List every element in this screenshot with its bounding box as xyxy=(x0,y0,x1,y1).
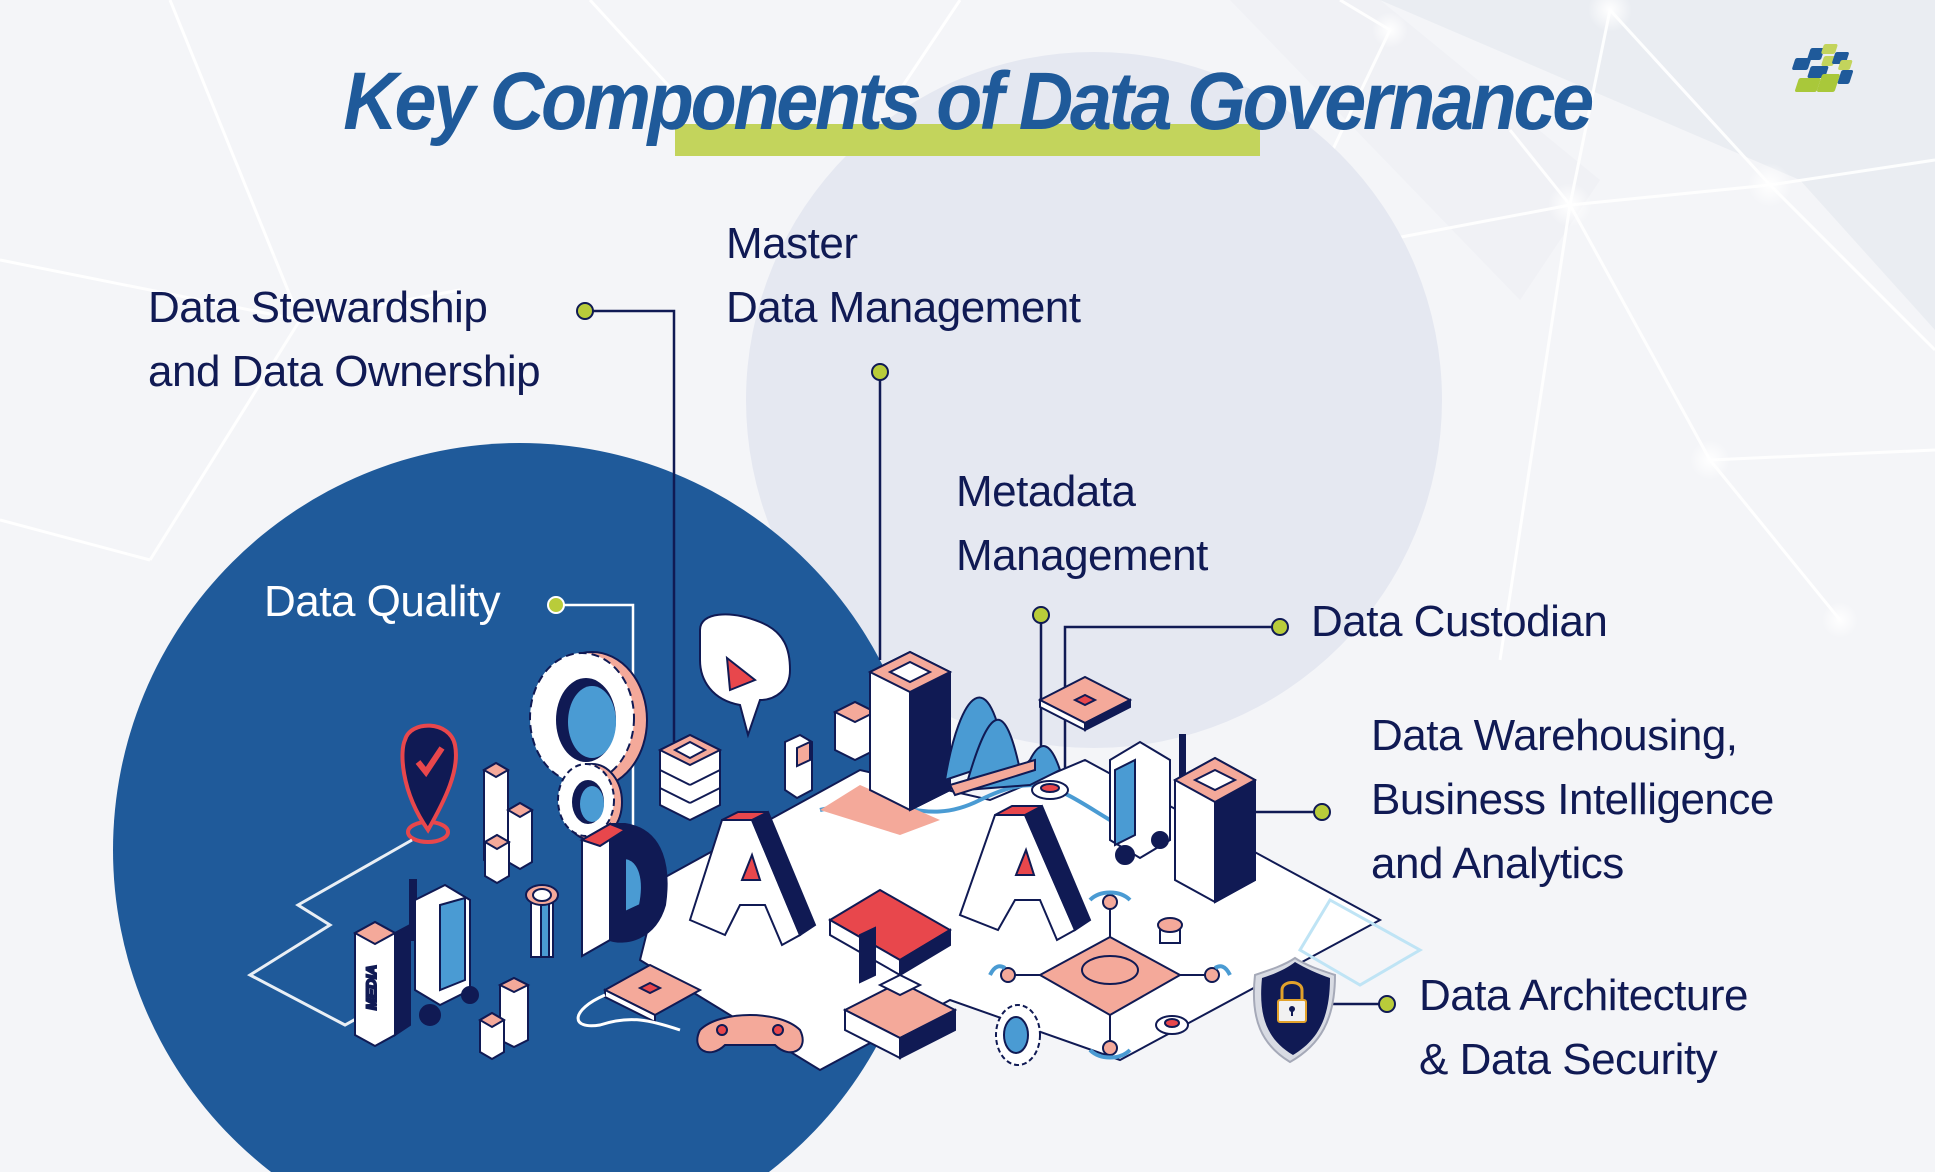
drone-icon xyxy=(988,890,1232,1060)
component-label-metadata: Metadata Management xyxy=(956,467,1208,580)
area-chart-icon xyxy=(943,696,1062,797)
letter-a xyxy=(688,810,817,947)
component-label-custodian: Data Custodian xyxy=(1311,597,1608,646)
bar-chart-icon xyxy=(482,761,534,885)
connector-dot-quality xyxy=(547,596,565,614)
letter-t xyxy=(828,888,952,984)
page-title: Key Components of Data Governance xyxy=(343,56,1595,147)
title-highlight-bar xyxy=(675,124,1260,156)
media-tower: MEDIA xyxy=(352,920,411,1048)
shield-lock-icon xyxy=(1252,956,1337,1064)
component-label-master-data: Master Data Management xyxy=(726,219,1081,332)
svg-text:MEDIA: MEDIA xyxy=(363,965,379,1010)
box-icon xyxy=(842,973,958,1060)
component-label-warehousing: Data Warehousing, Business Intelligence … xyxy=(1371,711,1774,888)
letter-d xyxy=(579,822,668,958)
play-bubble-icon xyxy=(699,613,792,739)
connector-dot-warehousing xyxy=(1313,803,1331,821)
gear-icon xyxy=(995,1004,1041,1066)
letter-a xyxy=(958,804,1092,942)
connector-dot-master-data xyxy=(871,363,889,381)
component-label-architecture: Data Architecture & Data Security xyxy=(1419,971,1749,1084)
forklift-icon xyxy=(1109,734,1186,865)
data-tower xyxy=(867,650,953,812)
ring-icon xyxy=(1031,780,1069,800)
bolt-icon xyxy=(525,884,559,958)
gear-icon xyxy=(529,651,648,789)
network-lines xyxy=(0,0,1935,661)
kiosk-icon xyxy=(784,733,813,800)
warehouse-tower xyxy=(1172,756,1258,904)
component-label-quality: Data Quality xyxy=(264,577,501,626)
server-stack-icon xyxy=(657,733,723,822)
light-background-circle xyxy=(746,52,1442,748)
bolt-icon xyxy=(1157,917,1183,944)
forklift-icon xyxy=(409,879,479,1026)
connector-dot-stewardship xyxy=(576,302,594,320)
connector-dot-metadata xyxy=(1032,606,1050,624)
location-pin-check-icon xyxy=(400,723,458,844)
gamepad-icon xyxy=(696,1014,804,1054)
chip-icon xyxy=(1037,675,1133,732)
puzzle-grid-logo-icon xyxy=(1792,44,1854,92)
component-label-stewardship: Data Stewardship and Data Ownership xyxy=(148,283,541,396)
connector-dot-architecture xyxy=(1378,995,1396,1013)
gear-icon xyxy=(557,763,623,841)
connector-dot-custodian xyxy=(1271,618,1289,636)
bar-chart-icon xyxy=(478,976,531,1061)
ring-icon xyxy=(1155,1015,1189,1035)
chip-icon xyxy=(602,963,703,1024)
